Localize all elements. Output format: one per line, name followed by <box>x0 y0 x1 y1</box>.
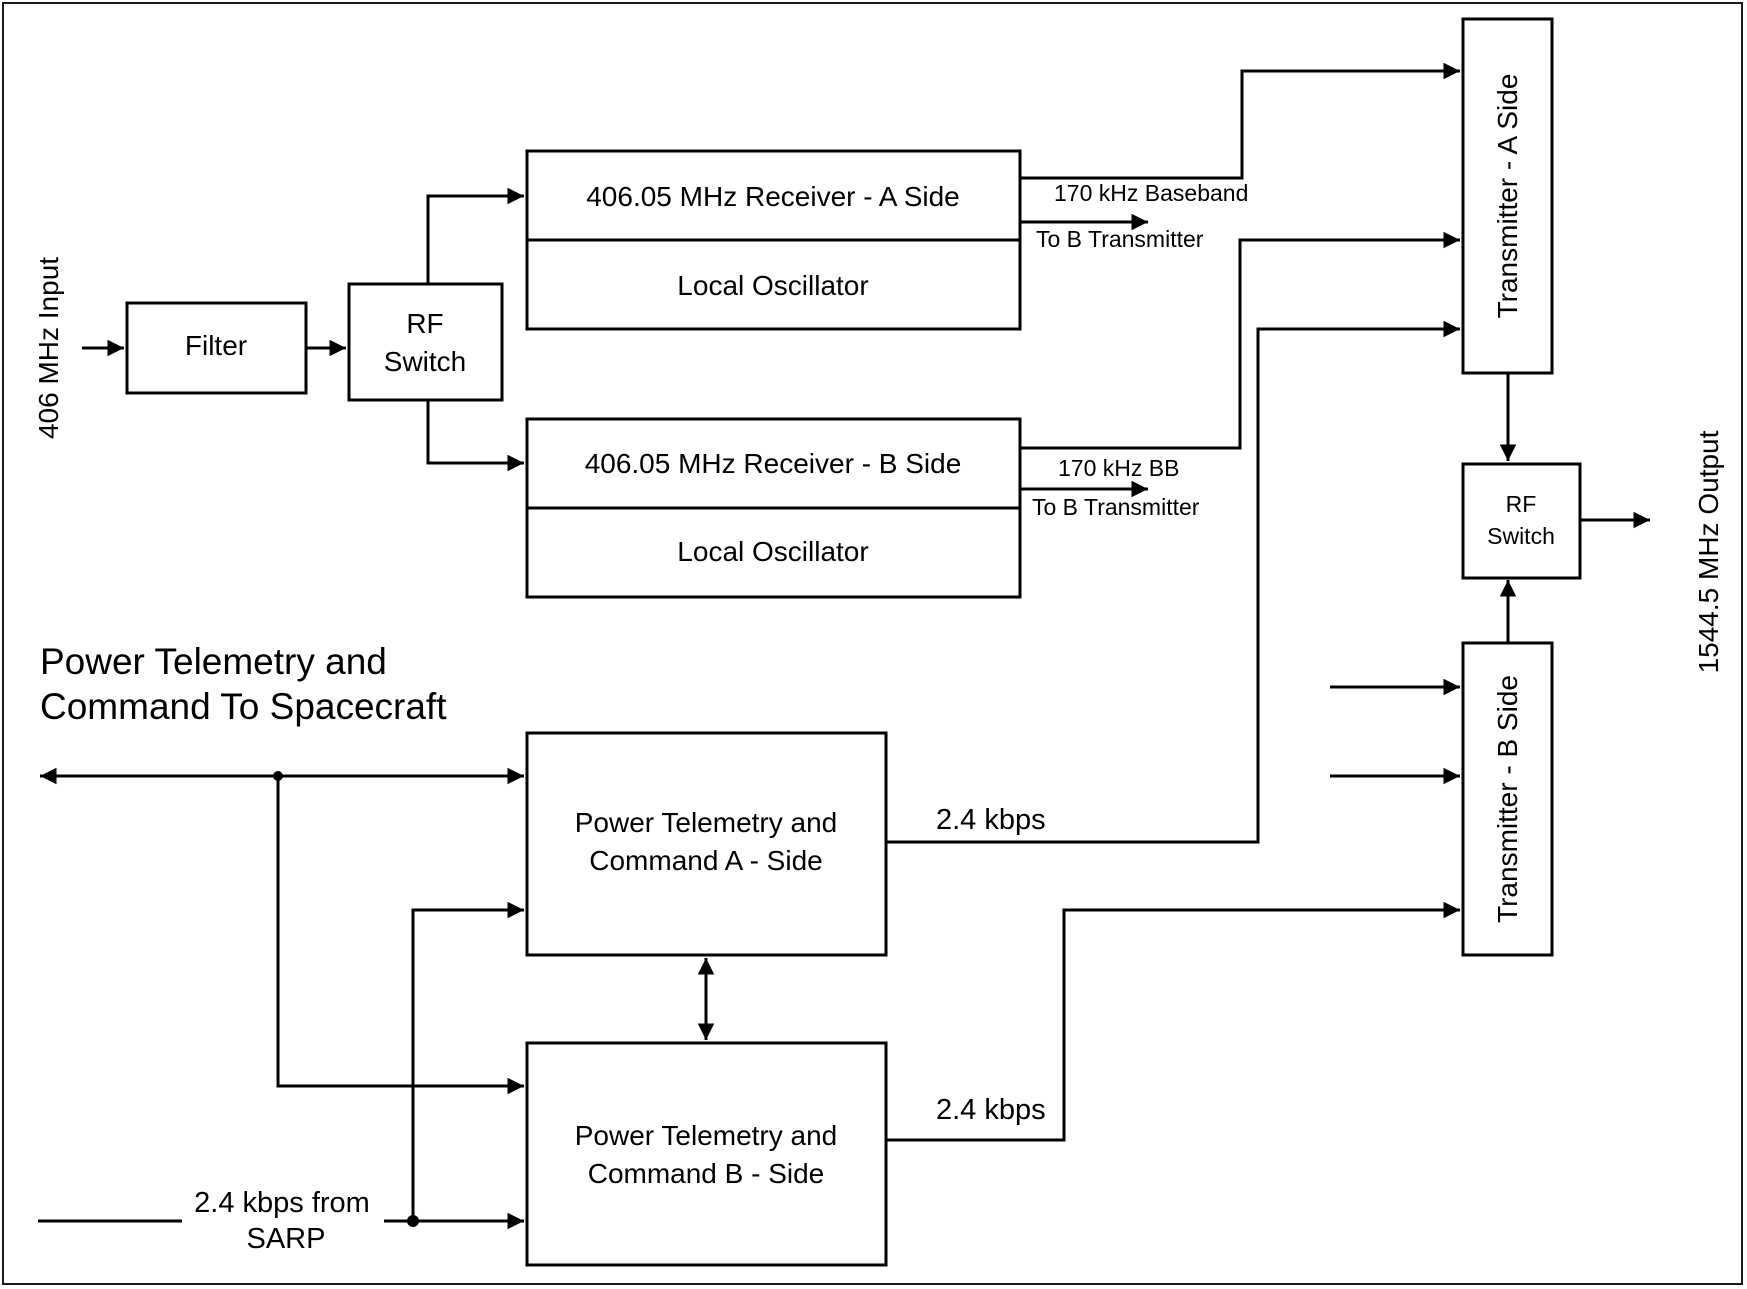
ptc-b-label-line1: Power Telemetry and <box>575 1120 838 1151</box>
ptc-b-label-line2: Command B - Side <box>588 1158 825 1189</box>
wire-sarp-to-ptc-a <box>411 901 524 1221</box>
rf-switch-input-block: RF Switch <box>347 282 504 402</box>
rf-switch-output-label-line2: Switch <box>1487 523 1555 549</box>
ptc-a-block: Power Telemetry and Command A - Side <box>525 731 888 957</box>
receiver-a-label: 406.05 MHz Receiver - A Side <box>586 181 960 212</box>
receiver-b-label: 406.05 MHz Receiver - B Side <box>585 448 962 479</box>
connection-lines <box>38 62 1650 1230</box>
rate-a-label: 2.4 kbps <box>936 804 1046 836</box>
transmitter-b-block: Transmitter - B Side <box>1461 641 1554 957</box>
baseband-b-label: 170 kHz BB <box>1058 455 1179 481</box>
local-oscillator-b-label: Local Oscillator <box>677 536 868 567</box>
local-oscillator-a-label: Local Oscillator <box>677 270 868 301</box>
rf-switch-input-label-line2: Switch <box>384 346 466 377</box>
rf-switch-output-label-line1: RF <box>1506 491 1537 517</box>
ptc-heading-line2: Command To Spacecraft <box>40 686 447 727</box>
filter-block: Filter <box>125 301 308 395</box>
ptc-b-block: Power Telemetry and Command B - Side <box>525 1041 888 1267</box>
wire-receiver-b-to-transmitter-a <box>1020 231 1460 450</box>
receiver-b-block: 406.05 MHz Receiver - B Side Local Oscil… <box>525 417 1022 599</box>
wire-ptc-a-to-transmitter-a <box>886 320 1460 844</box>
to-b-transmitter-a-label: To B Transmitter <box>1036 226 1204 252</box>
wire-receiver-a-to-transmitter-a <box>1020 62 1460 180</box>
wire-ptc-b-to-transmitter-b <box>886 901 1460 1142</box>
junction-dot-sarp <box>407 1215 419 1227</box>
sarp-input-label-line2: SARP <box>247 1223 326 1255</box>
transmitter-a-label: Transmitter - A Side <box>1492 74 1523 319</box>
baseband-a-label: 170 kHz Baseband <box>1054 180 1248 206</box>
receiver-a-block: 406.05 MHz Receiver - A Side Local Oscil… <box>525 149 1022 331</box>
to-b-transmitter-b-label: To B Transmitter <box>1032 494 1200 520</box>
junction-dot-bus <box>273 771 283 781</box>
transmitter-a-block: Transmitter - A Side <box>1461 17 1554 375</box>
rate-b-label: 2.4 kbps <box>936 1094 1046 1126</box>
wire-rf-switch-to-receiver-a <box>426 187 524 284</box>
rf-switch-input-label-line1: RF <box>406 308 443 339</box>
wire-rf-switch-to-receiver-b <box>426 400 524 472</box>
input-label: 406 MHz Input <box>33 257 64 439</box>
output-label: 1544.5 MHz Output <box>1693 430 1724 673</box>
sarp-input-label-line1: 2.4 kbps from <box>194 1187 370 1219</box>
ptc-heading-line1: Power Telemetry and <box>40 641 387 682</box>
ptc-a-label-line2: Command A - Side <box>589 845 822 876</box>
wire-bus-to-ptc-b <box>276 776 524 1095</box>
ptc-a-label-line1: Power Telemetry and <box>575 807 838 838</box>
filter-label: Filter <box>185 330 247 361</box>
rf-switch-output-block: RF Switch <box>1461 462 1582 580</box>
transmitter-b-label: Transmitter - B Side <box>1492 675 1523 923</box>
